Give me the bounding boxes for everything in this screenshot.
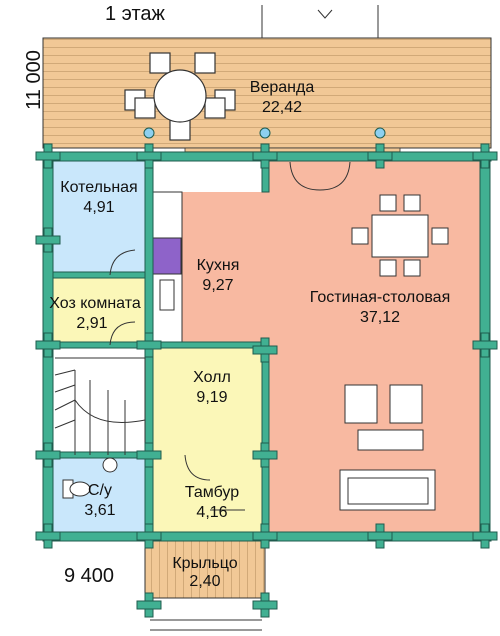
boiler-name: Котельная xyxy=(60,179,137,196)
round-table-icon xyxy=(124,52,236,141)
door-arcs xyxy=(109,161,351,511)
porch-area: 2,40 xyxy=(189,573,220,590)
sofa-icon xyxy=(339,384,436,511)
porch-floor xyxy=(144,539,266,599)
bathroom-area: 3,61 xyxy=(84,502,115,519)
floor-title: 1 этаж xyxy=(105,3,166,25)
utility-area: 2,91 xyxy=(76,315,107,332)
veranda-name: Веранда xyxy=(250,79,315,96)
utility-name: Хоз комната xyxy=(49,295,141,312)
dimension-width: 9 400 xyxy=(64,565,114,587)
kitchen-area: 9,27 xyxy=(202,277,233,294)
living-area: 37,12 xyxy=(360,309,400,326)
utility-room xyxy=(53,275,147,345)
staircase-icon xyxy=(54,357,146,455)
kitchen-name: Кухня xyxy=(197,257,240,274)
dimension-length: 11 000 xyxy=(23,50,45,110)
vestibule-name: Тамбур xyxy=(185,484,239,501)
sink-icon xyxy=(159,279,175,311)
kitchen-room xyxy=(182,192,265,345)
boiler-room xyxy=(53,160,147,275)
veranda-post-icons xyxy=(143,127,386,139)
porch-name: Крыльцо xyxy=(172,555,237,572)
stove-icon xyxy=(152,237,182,275)
staircase-area xyxy=(53,345,153,455)
hall-room xyxy=(153,345,265,540)
boiler-area: 4,91 xyxy=(83,199,114,216)
sink-bath-icon xyxy=(102,457,118,473)
living-name: Гостиная-столовая xyxy=(310,289,450,306)
vestibule-area: 4,16 xyxy=(196,504,227,521)
dining-table-icon xyxy=(351,194,449,277)
hall-area: 9,19 xyxy=(196,389,227,406)
bathroom-name: С/у xyxy=(88,482,112,499)
veranda-area: 22,42 xyxy=(262,99,302,116)
toilet-icon xyxy=(62,479,91,499)
hall-name: Холл xyxy=(193,369,231,386)
arrow-down-icon xyxy=(317,9,333,19)
